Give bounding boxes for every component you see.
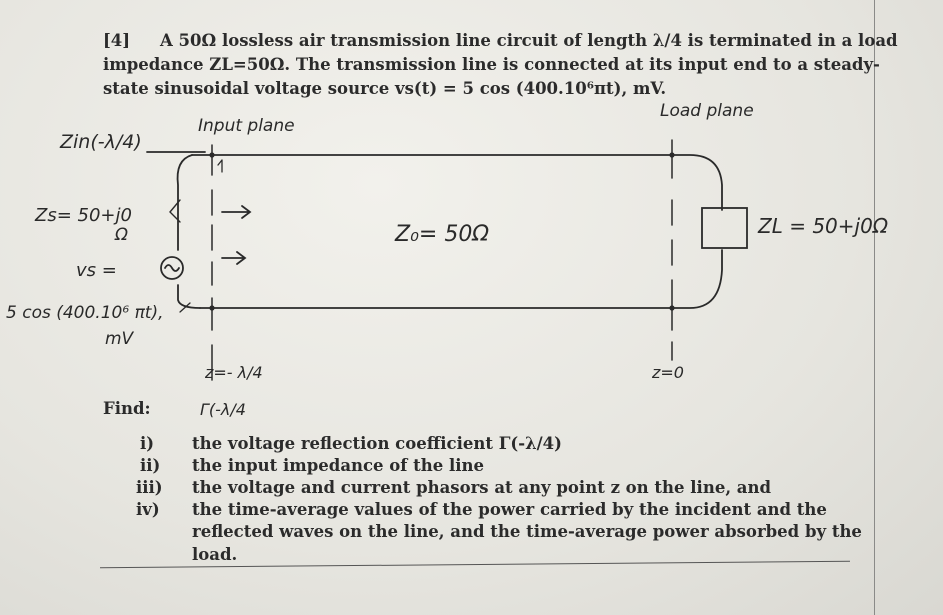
input-plane-label: Input plane (198, 116, 295, 136)
find-item-num-4: iv) (136, 500, 160, 519)
source-sine (164, 264, 180, 272)
margin-line (874, 0, 875, 615)
gamma-label: Γ(-λ/4 (200, 400, 246, 419)
find-item-text-1: the voltage reflection coefficient Γ(-λ/… (192, 434, 562, 453)
find-continuation-2: load. (192, 545, 238, 564)
find-item-num-3: iii) (136, 478, 163, 497)
zin-label: Zin(-λ/4) (60, 131, 142, 153)
problem-line-3: state sinusoidal voltage source vs(t) = … (103, 79, 667, 98)
arrow-incident (221, 205, 252, 219)
zs-unit: Ω (115, 225, 128, 245)
z0-label: Z₀= 50Ω (395, 222, 490, 247)
find-item-num-2: ii) (140, 456, 161, 475)
top-conductor (191, 154, 723, 211)
source-circle (160, 256, 184, 280)
zs-label: Zs= 50+j0 (35, 205, 132, 226)
source-wire-top (176, 154, 193, 251)
z-input-label: z=- λ/4 (205, 363, 263, 382)
find-item-text-2: the input impedance of the line (192, 456, 485, 475)
arrow-reflected (221, 251, 247, 265)
find-item-text-3: the voltage and current phasors at any p… (192, 478, 772, 497)
find-item-text-4: the time-average values of the power car… (192, 500, 827, 519)
find-item-num-1: i) (140, 434, 155, 453)
problem-number: [4] (103, 31, 131, 50)
zs-brace (169, 199, 181, 223)
z-load-label: z=0 (652, 363, 684, 382)
find-label: Find: (103, 399, 151, 418)
vs-label: vs = (76, 260, 117, 281)
load-box (701, 207, 748, 249)
source-wire-bottom (177, 284, 201, 309)
find-continuation-1: reflected waves on the line, and the tim… (192, 522, 862, 541)
bottom-conductor (199, 249, 723, 309)
source-unit: mV (105, 329, 134, 349)
problem-line-1: A 50Ω lossless air transmission line cir… (160, 31, 898, 50)
zl-label: ZL = 50+j0Ω (758, 214, 889, 238)
source-expression: 5 cos (400.10⁶ πt), (6, 303, 164, 323)
problem-line-2: impedance ZL=50Ω. The transmission line … (103, 55, 880, 74)
load-plane-label: Load plane (660, 101, 754, 121)
